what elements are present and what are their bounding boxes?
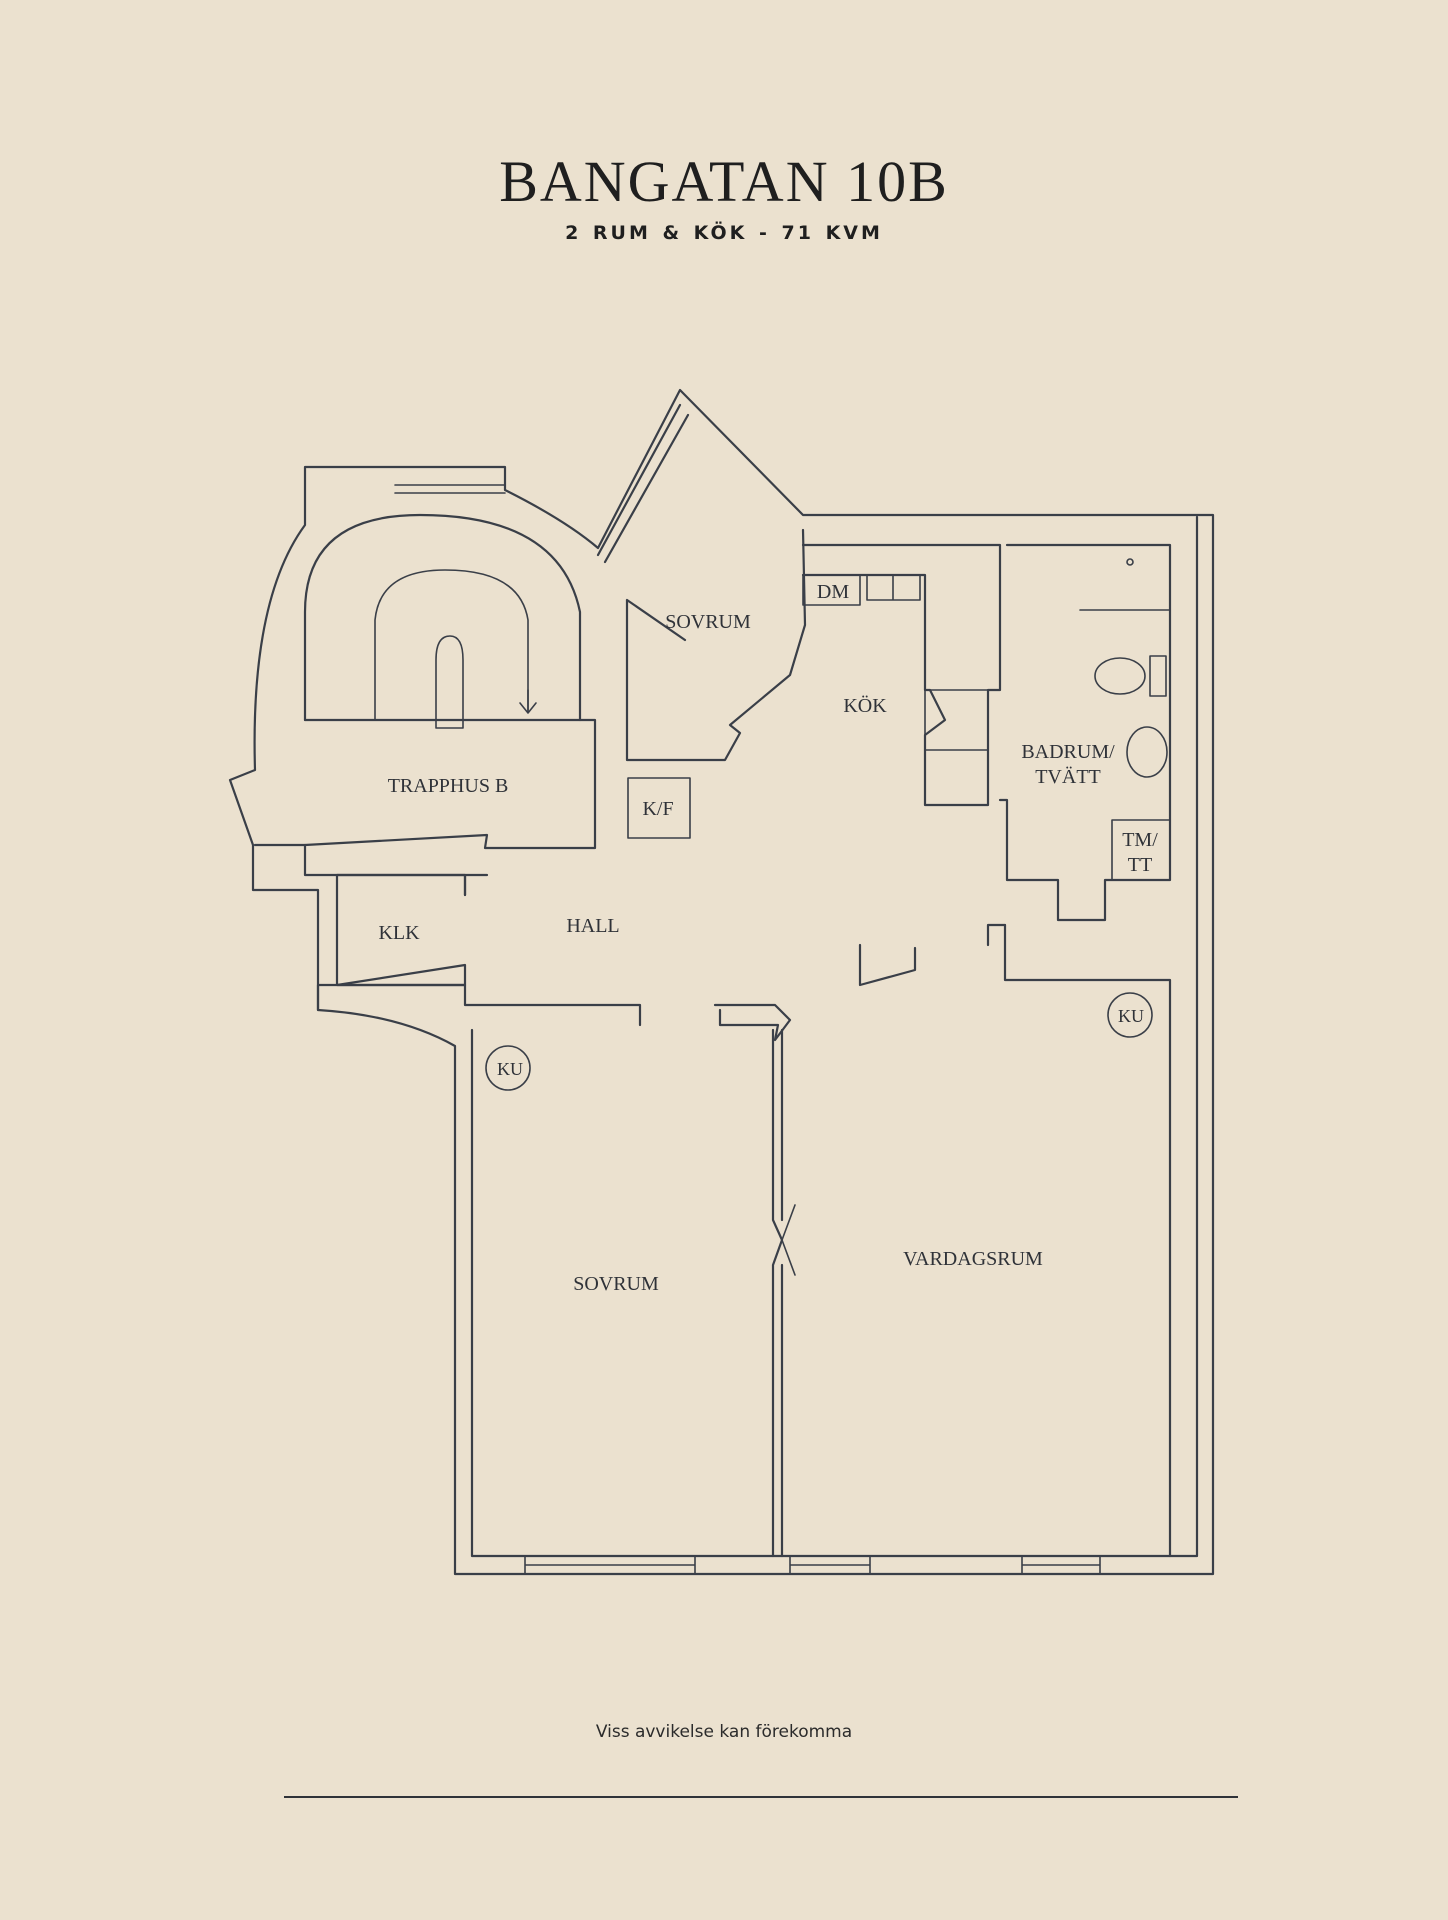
label-sovrum-bottom: SOVRUM	[573, 1273, 659, 1295]
stair-inner	[374, 569, 529, 721]
label-vardagsrum: VARDAGSRUM	[903, 1248, 1043, 1270]
stair-core	[435, 635, 464, 729]
outer-wall	[228, 388, 1215, 1576]
ku-stove-left	[485, 1045, 531, 1091]
drain-icon	[1126, 558, 1134, 566]
label-hall: HALL	[566, 915, 619, 937]
label-trapphus: TRAPPHUS B	[388, 775, 509, 797]
window-bedroom	[524, 1555, 696, 1575]
sink-icon	[1126, 726, 1168, 778]
toilet-tank	[1149, 655, 1167, 697]
tm-tt-box	[1111, 819, 1171, 881]
kf-closet	[627, 777, 691, 839]
living-north-wall	[1003, 923, 1172, 1558]
label-kok: KÖK	[843, 694, 887, 717]
page-subtitle: 2 RUM & KÖK - 71 KVM	[565, 222, 883, 244]
hall-wall	[253, 843, 489, 897]
window-living-1	[789, 1555, 871, 1575]
label-ku-left: KU	[497, 1059, 523, 1079]
stair-arrow	[519, 689, 537, 714]
dm-box	[802, 574, 861, 606]
label-sovrum-top: SOVRUM	[665, 611, 751, 633]
stair-door-top	[394, 484, 506, 494]
page-title: BANGATAN 10B	[499, 149, 949, 214]
window-living-2	[1021, 1555, 1101, 1575]
disclaimer-note: Viss avvikelse kan förekomma	[595, 1722, 853, 1742]
double-door	[781, 1204, 796, 1276]
label-klk: KLK	[378, 922, 420, 944]
bathroom-wall	[998, 543, 1172, 922]
divider-wall	[771, 1028, 784, 1558]
label-ku-right: KU	[1118, 1006, 1144, 1026]
label-badrum-1: BADRUM/	[1021, 741, 1115, 763]
stair-landing	[303, 718, 597, 850]
label-tm-1: TM/	[1122, 829, 1158, 851]
label-badrum-2: TVÄTT	[1035, 765, 1101, 788]
hall-south-wall	[316, 983, 792, 1042]
label-tm-2: TT	[1128, 854, 1152, 876]
toilet-icon	[1094, 657, 1146, 695]
sovrum-top-wall	[596, 403, 807, 762]
stair-outer	[303, 513, 582, 722]
hall-east-wall	[858, 923, 1007, 987]
ku-stove-right	[1107, 992, 1153, 1038]
label-dm: DM	[817, 581, 849, 603]
kitchen-counter	[866, 574, 921, 601]
kitchen-wall	[801, 543, 1002, 807]
kitchen-stove	[924, 689, 989, 751]
label-kf: K/F	[642, 798, 673, 820]
outer-wall-inner	[470, 515, 1199, 1558]
footer-rule	[284, 1796, 1238, 1798]
